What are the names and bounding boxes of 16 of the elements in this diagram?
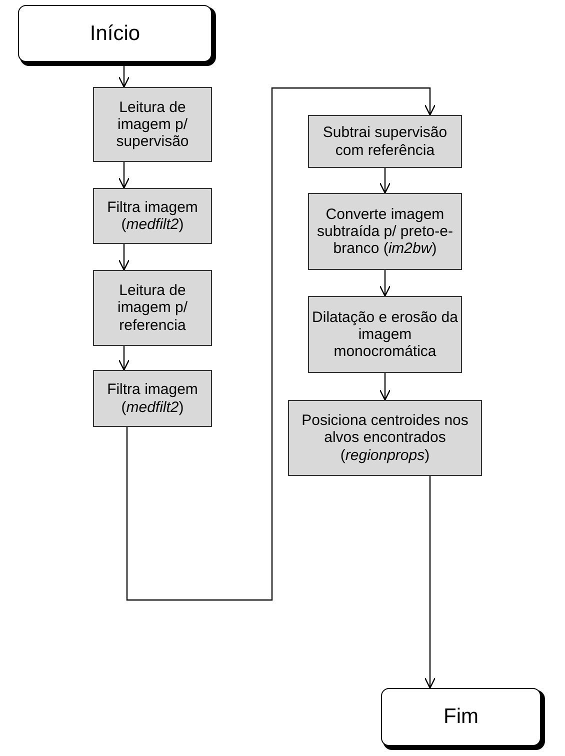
- arrow: [118, 346, 130, 371]
- arrow: [379, 270, 391, 297]
- process-box: Filtra imagem (medfilt2): [93, 188, 212, 244]
- process-box: Filtra imagem (medfilt2): [93, 370, 212, 427]
- arrow: [379, 373, 391, 401]
- process-box: Subtrai supervisão com referência: [308, 115, 462, 168]
- arrow: [379, 168, 391, 194]
- process-box: Posiciona centroides nos alvos encontrados (regionprops): [288, 400, 482, 476]
- process-box: Leitura de imagem p/ supervisão: [93, 87, 212, 162]
- process-box: Leitura de imagem p/ referencia: [93, 270, 212, 346]
- arrow: [126, 87, 436, 601]
- arrow: [424, 476, 436, 689]
- arrow: [118, 162, 130, 189]
- process-box: Converte imagem subtraída p/ preto-e-branco (im2bw): [308, 193, 462, 270]
- arrow: [118, 244, 130, 271]
- process-box: Dilatação e erosão da imagem monocromática: [308, 296, 462, 373]
